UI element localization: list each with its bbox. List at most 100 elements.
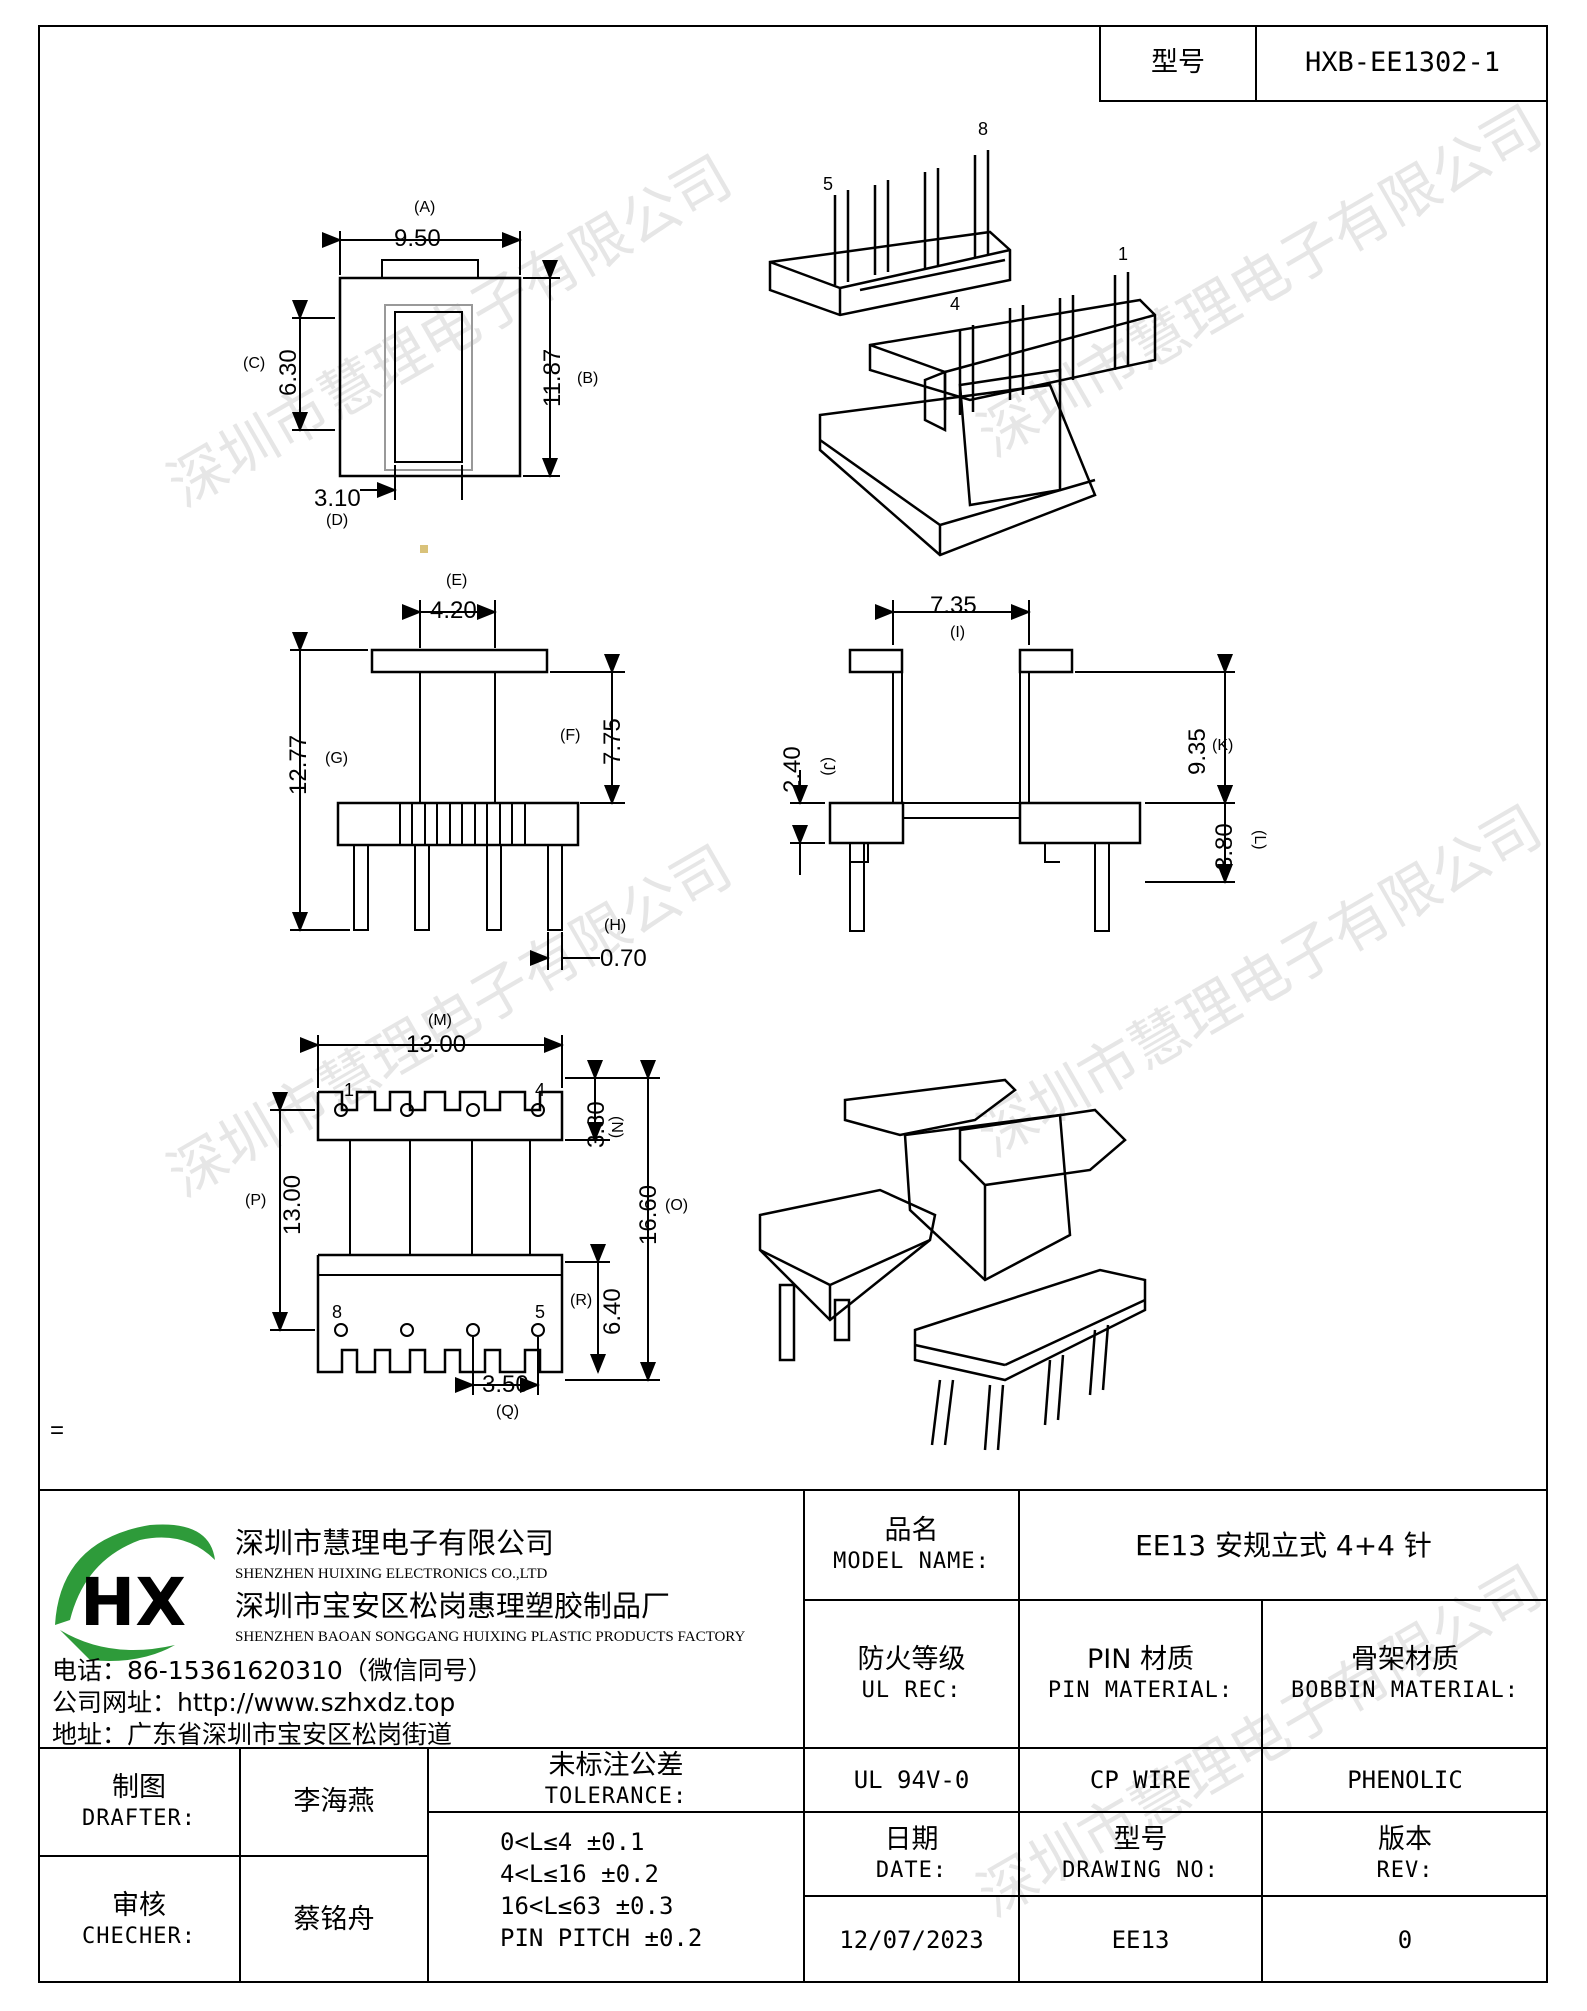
stray-mark-dot [420, 545, 428, 553]
contact-block: 电话：86-15361620310（微信同号） 公司网址：http://www.… [52, 1655, 493, 1751]
contact-phone: 电话：86-15361620310（微信同号） [52, 1656, 493, 1685]
company-block: 深圳市慧理电子有限公司 SHENZHEN HUIXING ELECTRONICS… [235, 1520, 745, 1646]
tolerance-label: 未标注公差 TOLERANCE: [428, 1748, 804, 1812]
drawing-cn: 型号 [1113, 1824, 1168, 1856]
drafter-label: 制图 DRAFTER: [38, 1748, 240, 1856]
rev-en: REV: [1376, 1858, 1434, 1884]
model-name-cn: 品名 [884, 1515, 939, 1547]
pin-5-iso: 5 [823, 174, 833, 194]
rev-value-cell: 0 [1262, 1896, 1548, 1983]
tolerance-line: 0<L≤4 ±0.1 [500, 1828, 645, 1856]
model-label: 型号 [1151, 46, 1205, 78]
dim-C-label: (C) [243, 355, 265, 372]
checker-name-cell: 蔡铭舟 [240, 1856, 428, 1983]
dim-H-value: 0.70 [600, 945, 647, 972]
dim-A-label: (A) [414, 199, 435, 216]
dim-O-label: (O) [665, 1197, 688, 1214]
drawing-frame [38, 25, 1548, 1983]
company-logo: HX [55, 1524, 215, 1661]
ul-en: UL REC: [861, 1678, 962, 1704]
factory-name-en: SHENZHEN BAOAN SONGGANG HUIXING PLASTIC … [235, 1629, 746, 1645]
tolerance-list: 0<L≤4 ±0.1 4<L≤16 ±0.2 16<L≤63 ±0.3 PIN … [500, 1826, 702, 1954]
contact-website[interactable]: 公司网址：http://www.szhxdz.top [52, 1688, 456, 1717]
bobbin-value: PHENOLIC [1347, 1766, 1463, 1794]
bobbin-en: BOBBIN MATERIAL: [1291, 1678, 1519, 1704]
dim-Q-value: 3.50 [482, 1371, 529, 1398]
side-view-left [290, 600, 625, 970]
dim-F-label: (F) [560, 727, 580, 744]
dim-J-value: 2.40 [779, 746, 806, 793]
dim-R-value: 6.40 [599, 1288, 626, 1335]
ul-label: 防火等级 UL REC: [804, 1600, 1019, 1748]
model-name-value-cell: EE13 安规立式 4+4 针 [1019, 1490, 1548, 1600]
tolerance-en: TOLERANCE: [544, 1784, 688, 1810]
rev-value: 0 [1397, 1925, 1413, 1954]
dim-J-label: (J) [820, 757, 837, 776]
side-view-right [790, 600, 1235, 932]
dim-L-label: (L) [1251, 830, 1268, 850]
pin-5-bottom: 5 [535, 1302, 545, 1322]
date-value-cell: 12/07/2023 [804, 1896, 1019, 1983]
dim-E-value: 4.20 [430, 597, 477, 624]
dim-G-value: 12.77 [285, 735, 312, 795]
bobbin-cn: 骨架材质 [1351, 1644, 1459, 1676]
checker-name: 蔡铭舟 [293, 1903, 375, 1935]
stray-equals-mark: = [50, 1417, 64, 1444]
dim-I-label: (I) [950, 624, 965, 641]
dim-E-label: (E) [446, 572, 467, 589]
dim-K-value: 9.35 [1184, 728, 1211, 775]
dim-Q-label: (Q) [496, 1403, 519, 1420]
dim-M-value: 13.00 [406, 1031, 466, 1058]
iso-view-bottom [758, 1078, 1147, 1451]
iso-view-top [768, 150, 1157, 557]
dim-M-label: (M) [428, 1012, 452, 1029]
tolerance-line: PIN PITCH ±0.2 [500, 1924, 703, 1952]
model-name-en: MODEL NAME: [833, 1549, 990, 1575]
pin-1-iso: 1 [1118, 244, 1128, 264]
checker-label: 审核 CHECHER: [38, 1856, 240, 1983]
bobbin-value-cell: PHENOLIC [1262, 1748, 1548, 1812]
drawing-no-value-cell: EE13 [1019, 1896, 1262, 1983]
dim-F-value: 7.75 [599, 718, 626, 765]
contact-address: 地址：广东省深圳市宝安区松岗街道 [52, 1720, 453, 1749]
dim-G-label: (G) [325, 750, 348, 767]
pin-value: CP WIRE [1089, 1766, 1192, 1794]
model-label-cell: 型号 [1099, 25, 1257, 102]
pin-4-iso: 4 [950, 294, 960, 314]
date-cn: 日期 [884, 1824, 939, 1856]
date-en: DATE: [875, 1858, 948, 1884]
top-view [292, 231, 560, 500]
date-label: 日期 DATE: [804, 1812, 1019, 1896]
drawing-en: DRAWING NO: [1062, 1858, 1219, 1884]
pin-8-bottom: 8 [332, 1302, 342, 1322]
date-value: 12/07/2023 [839, 1925, 984, 1954]
tolerance-cn: 未标注公差 [548, 1750, 684, 1782]
dim-D-label: (D) [326, 512, 348, 529]
pin-en: PIN MATERIAL: [1047, 1678, 1234, 1704]
model-value-cell: HXB-EE1302-1 [1255, 25, 1548, 102]
dim-P-value: 13.00 [279, 1175, 306, 1235]
drawing-no-value: EE13 [1111, 1925, 1170, 1954]
rev-label: 版本 REV: [1262, 1812, 1548, 1896]
dim-A-value: 9.50 [394, 225, 441, 252]
pin-material-label: PIN 材质 PIN MATERIAL: [1019, 1600, 1262, 1748]
logo-letter-h: HX [80, 1564, 186, 1641]
dim-O-value: 16.60 [635, 1185, 662, 1245]
dim-H-label: (H) [604, 917, 626, 934]
dim-I-value: 7.35 [930, 592, 977, 619]
dim-P-label: (P) [245, 1192, 266, 1209]
pin-4-bottom: 4 [535, 1080, 545, 1100]
dim-K-label: (K) [1212, 737, 1233, 754]
tolerance-line: 16<L≤63 ±0.3 [500, 1892, 674, 1920]
pin-8-iso: 8 [978, 119, 988, 139]
model-value: HXB-EE1302-1 [1304, 46, 1501, 78]
checker-en: CHECHER: [82, 1923, 196, 1949]
dim-N-value: 3.80 [583, 1101, 610, 1148]
pin-value-cell: CP WIRE [1019, 1748, 1262, 1812]
drafter-en: DRAFTER: [82, 1806, 196, 1832]
dim-C-value: 6.30 [275, 349, 302, 396]
titleblock-grid [38, 1489, 1548, 1983]
dim-L-value: 3.80 [1211, 823, 1238, 870]
rev-cn: 版本 [1378, 1824, 1432, 1856]
